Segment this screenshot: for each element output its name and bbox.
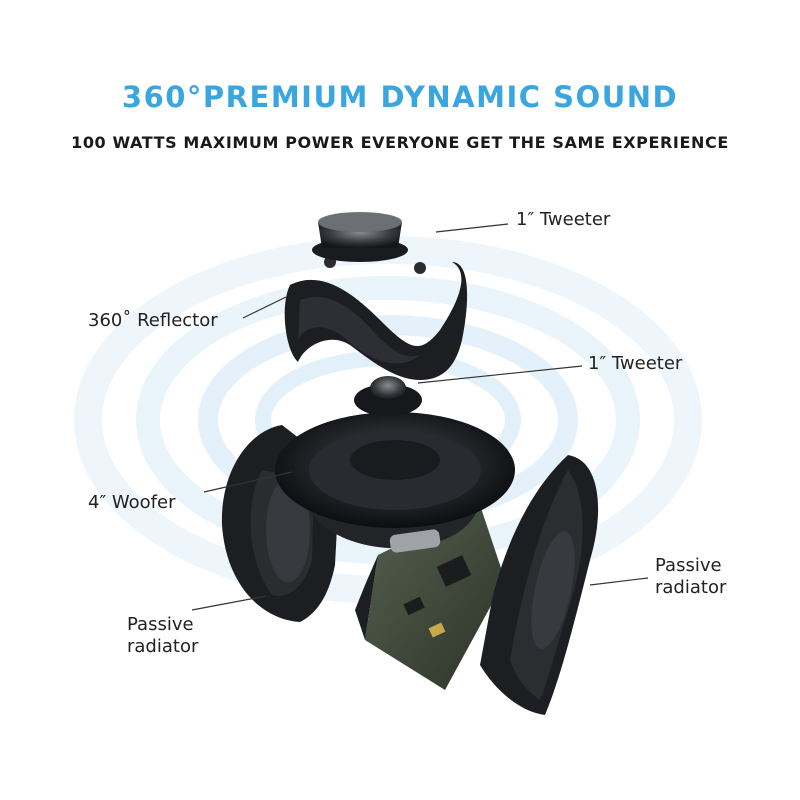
passive-radiator-left-label: Passive radiator <box>127 614 199 657</box>
woofer-label: 4″ Woofer <box>88 492 176 513</box>
passive-radiator-right-label: Passive radiator <box>655 555 727 598</box>
woofer-shape <box>275 412 515 553</box>
top-tweeter-label: 1″ Tweeter <box>516 209 611 230</box>
inner-tweeter-shape <box>354 376 422 416</box>
headline: 360°PREMIUM DYNAMIC SOUND <box>121 80 679 114</box>
subheadline: 100 WATTS MAXIMUM POWER EVERYONE GET THE… <box>71 133 729 152</box>
inner-tweeter-label: 1″ Tweeter <box>588 353 683 374</box>
reflector-shape <box>284 256 468 380</box>
callout-leader-lines <box>191 223 649 611</box>
right-passive-radiator-shape <box>480 455 599 715</box>
top-tweeter-shape <box>312 212 408 262</box>
reflector-label: 360˚ Reflector <box>88 310 218 331</box>
